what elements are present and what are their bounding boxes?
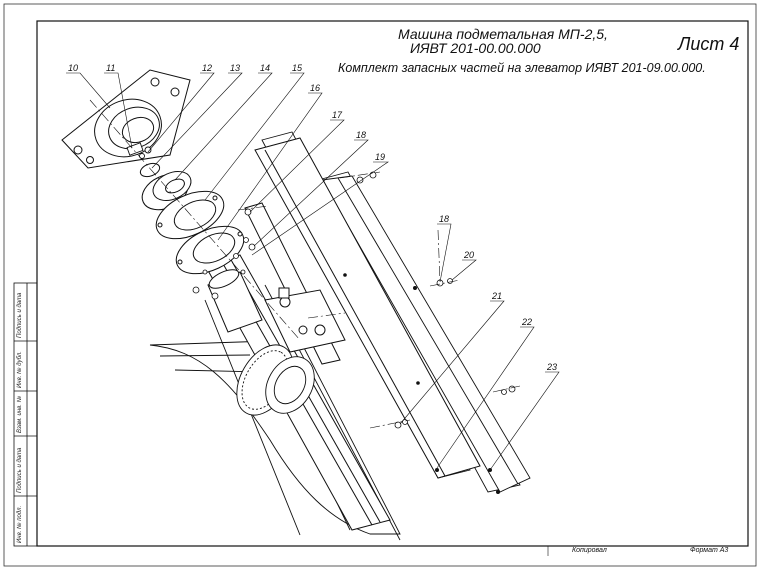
callout-18a: 18 (356, 130, 366, 140)
format-label: Формат А3 (690, 547, 729, 554)
drive-sprocket (236, 344, 315, 416)
callout-20: 20 (463, 250, 474, 260)
callout-14: 14 (260, 63, 270, 73)
outer-frame (3, 3, 757, 567)
centerlines (89, 99, 521, 429)
stamp-signature-date-1: Подпись и дата (17, 292, 23, 338)
key-and-nut-11-12 (126, 142, 152, 159)
title-line-1: Машина подметальная МП-2,5, (398, 26, 608, 42)
callout-11: 11 (106, 63, 115, 73)
callout-18b: 18 (439, 214, 449, 224)
bearing-housing-16 (175, 225, 245, 275)
callout-10: 10 (68, 63, 78, 73)
stamp-duplicate-inventory: Инв. № дубл. (17, 351, 23, 388)
callout-16: 16 (310, 83, 320, 93)
callout-22: 22 (521, 317, 532, 327)
callout-12: 12 (202, 63, 212, 73)
stamp-signature-date-2: Подпись и дата (17, 447, 23, 493)
callout-numbers: 10 11 12 13 14 15 16 17 18 19 18 20 21 2… (68, 63, 557, 372)
bearing-housing-15 (155, 190, 225, 240)
guide-strip-23 (321, 175, 531, 493)
circlip-13 (139, 162, 161, 178)
side-stamp-strip (13, 282, 38, 547)
callout-23: 23 (546, 362, 557, 372)
callout-21: 21 (491, 291, 502, 301)
callout-13: 13 (230, 63, 240, 73)
callout-15: 15 (292, 63, 303, 73)
title-line-2: ИЯВТ 201-00.00.000 (410, 40, 541, 56)
callout-19: 19 (375, 152, 385, 162)
copied-by-label: Копировал (572, 547, 607, 554)
bearing-bracket (264, 287, 346, 353)
callout-leaders (66, 72, 560, 471)
sheet-number: Лист 4 (678, 34, 740, 54)
callout-17: 17 (332, 110, 343, 120)
drawing-subtitle: Комплект запасных частей на элеватор ИЯВ… (338, 61, 706, 75)
hub-sleeve (207, 269, 263, 333)
flange-plate-10 (61, 69, 191, 169)
stamp-replacement-inventory: Взам. инв. № (17, 395, 23, 433)
stamp-original-inventory: Инв. № подл. (17, 505, 23, 543)
